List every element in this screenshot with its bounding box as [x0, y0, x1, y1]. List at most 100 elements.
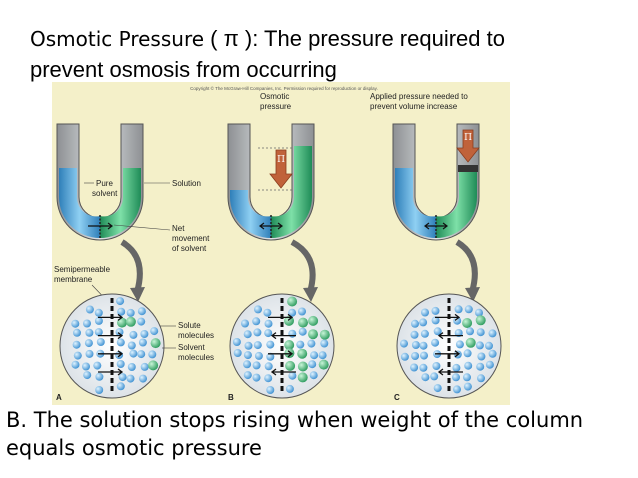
solvent-molecule	[288, 329, 297, 338]
pi-label-b: Π	[277, 155, 285, 165]
solvent-molecule	[419, 363, 428, 372]
caption-line-2: equals osmotic pressure	[6, 436, 262, 460]
solvent-molecule	[140, 330, 149, 338]
solvent-molecule	[264, 374, 273, 383]
solvent-molecule	[410, 330, 419, 339]
solute-molecule	[462, 318, 473, 328]
solvent-molecule	[419, 341, 428, 350]
solvent-molecule	[320, 339, 329, 348]
u-tube-b: Π	[227, 123, 315, 241]
molecule-circle-c	[396, 293, 502, 399]
solvent-molecule	[73, 351, 82, 360]
u-tube-a	[56, 123, 144, 241]
solvent-molecule	[94, 316, 103, 325]
solvent-molecule	[431, 338, 440, 347]
solvent-molecule	[288, 308, 297, 317]
solvent-molecule	[243, 360, 252, 369]
panel-letter-c: C	[394, 393, 400, 402]
solvent-molecule	[411, 319, 419, 328]
solvent-molecule	[241, 319, 249, 328]
solvent-molecule	[243, 351, 252, 360]
solvent-molecule	[85, 305, 94, 314]
solvent-molecule	[485, 341, 493, 350]
applied-pressure-arrow	[456, 129, 480, 163]
solvent-molecule	[309, 371, 318, 380]
solute-molecule	[287, 296, 298, 307]
solvent-molecule	[254, 305, 262, 314]
solvent-molecule	[129, 330, 138, 339]
solvent-molecule	[83, 371, 92, 380]
solvent-molecule	[71, 319, 80, 328]
solvent-molecule	[252, 373, 261, 382]
panel-letter-a: A	[56, 393, 62, 402]
solvent-molecule	[94, 328, 103, 337]
solvent-molecule	[264, 362, 273, 371]
solvent-molecule	[264, 319, 273, 328]
title-line-2: prevent osmosis from occurring	[30, 57, 337, 82]
solvent-molecule	[73, 328, 81, 337]
solvent-molecule	[477, 374, 485, 383]
solvent-molecule	[310, 351, 319, 360]
solvent-molecule	[464, 361, 473, 370]
solvent-molecule	[298, 307, 306, 316]
solvent-molecule	[288, 371, 297, 380]
solvent-molecule	[95, 386, 104, 394]
solute-molecule	[308, 329, 318, 340]
solvent-molecule	[430, 372, 439, 381]
solvent-molecule	[129, 349, 138, 358]
solvent-molecule	[93, 361, 102, 370]
solvent-molecule	[285, 384, 294, 393]
solute-molecule	[308, 315, 319, 326]
caption-line-1: B. The solution stops rising when weight…	[6, 408, 584, 432]
solvent-molecule	[263, 308, 272, 317]
solvent-molecule	[94, 308, 103, 317]
solvent-molecule	[266, 340, 275, 349]
solute-molecule	[297, 361, 308, 372]
solvent-molecule	[116, 338, 125, 347]
solvent-molecule	[118, 373, 127, 382]
title-line-1: Osmotic Pressure ( π ): The pressure req…	[30, 26, 505, 52]
solvent-molecule	[318, 351, 327, 360]
solvent-molecule	[411, 352, 420, 360]
solvent-molecule	[475, 308, 483, 317]
solvent-molecule	[431, 306, 440, 315]
title-lead: Osmotic Pressure	[30, 27, 205, 51]
solute-molecule	[125, 316, 136, 327]
solvent-molecule	[83, 319, 91, 328]
solvent-molecule	[476, 362, 485, 371]
solute-molecule	[475, 315, 486, 326]
solvent-molecule	[298, 327, 307, 336]
solvent-molecule	[410, 363, 419, 372]
solvent-molecule	[85, 328, 94, 337]
solvent-molecule	[266, 352, 275, 361]
solvent-molecule	[464, 305, 473, 314]
solvent-molecule	[233, 349, 242, 357]
pi-symbol: ( π )	[210, 26, 253, 51]
solvent-molecule	[420, 351, 428, 360]
solvent-molecule	[116, 360, 125, 368]
solvent-molecule	[400, 339, 408, 348]
solvent-molecule	[308, 360, 317, 369]
solvent-molecule	[137, 307, 146, 316]
solvent-molecule	[72, 340, 81, 349]
solvent-molecule	[252, 361, 261, 370]
solute-molecule	[319, 329, 330, 340]
solvent-molecule	[232, 338, 241, 346]
u-tube-c: Π	[392, 123, 480, 241]
solvent-molecule	[421, 373, 430, 382]
solvent-molecule	[138, 338, 147, 347]
solvent-molecule	[475, 341, 484, 350]
solvent-molecule	[85, 349, 94, 358]
solvent-molecule	[252, 317, 261, 326]
solvent-molecule	[140, 362, 149, 371]
solvent-molecule	[84, 339, 93, 348]
solvent-molecule	[253, 341, 262, 350]
solvent-molecule	[420, 329, 429, 338]
solvent-molecule	[454, 305, 463, 314]
solvent-molecule	[477, 352, 486, 361]
solvent-molecule	[148, 350, 157, 359]
